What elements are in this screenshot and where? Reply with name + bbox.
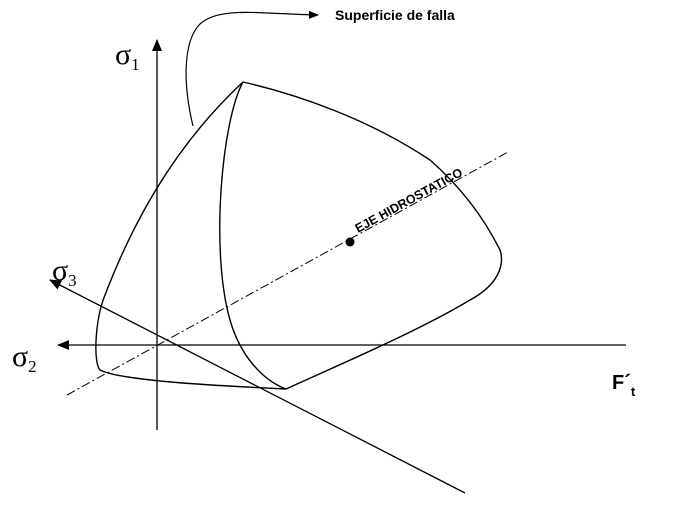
sigma3-axis bbox=[49, 279, 466, 494]
failure-surface-outline bbox=[95, 81, 503, 390]
sigma1-label: σ1 bbox=[115, 38, 140, 74]
hydrostatic-axis-label: EJE HIDROSTATICO bbox=[353, 165, 465, 235]
surface-leader-arrow bbox=[185, 10, 319, 127]
hydrostatic-point bbox=[345, 237, 355, 247]
failure-surface-meridian bbox=[219, 81, 287, 390]
sigma2-label: σ2 bbox=[12, 340, 37, 376]
sigma3-label: σ3 bbox=[52, 254, 77, 290]
ft-label: F´t bbox=[612, 372, 636, 399]
surface-label: Superficie de falla bbox=[335, 7, 455, 23]
hydrostatic-axis bbox=[66, 151, 509, 396]
